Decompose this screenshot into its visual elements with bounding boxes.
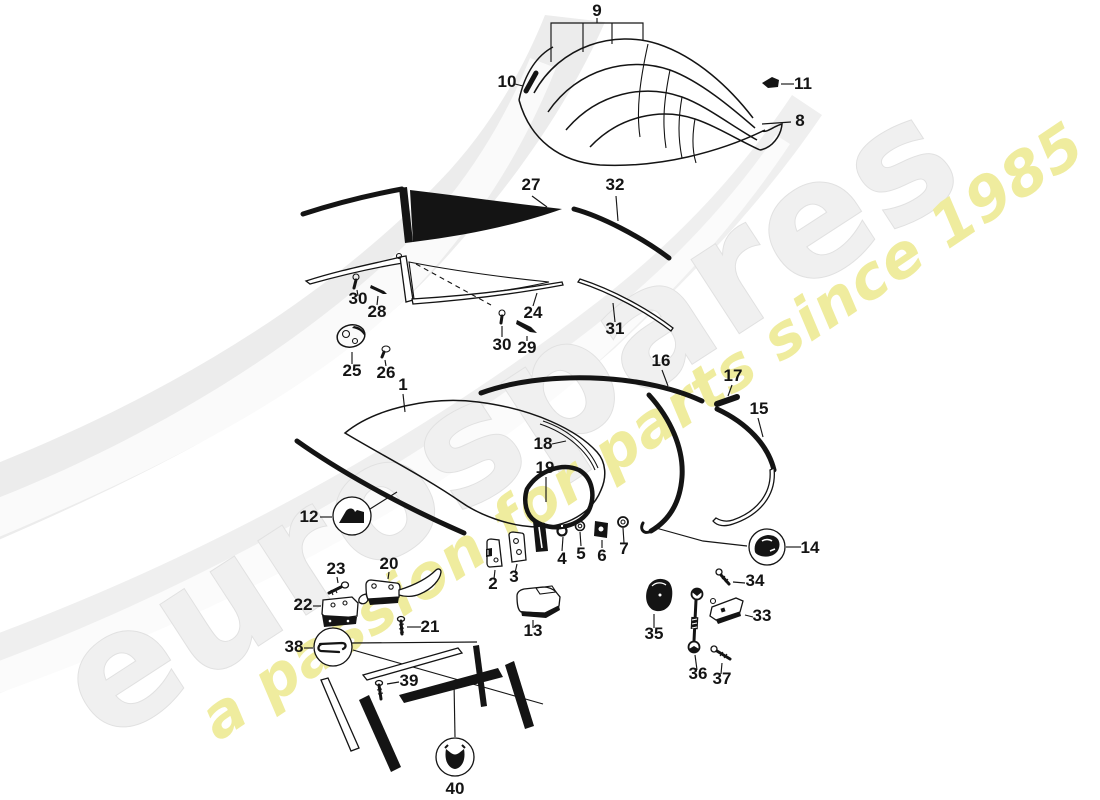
- part-folding-top-frame: [518, 18, 783, 167]
- part-label: 7: [619, 539, 628, 558]
- part-screw-21: [396, 615, 421, 636]
- part-clip-section-38: [304, 627, 544, 705]
- part-label: 31: [606, 319, 625, 338]
- part-label: 33: [753, 606, 772, 625]
- part-bracket-33: [709, 597, 754, 624]
- part-label: 29: [518, 338, 537, 357]
- part-ring-4: [556, 525, 568, 552]
- part-gasket-section-40: [435, 681, 475, 777]
- part-label: 4: [557, 549, 567, 568]
- part-label: 28: [368, 302, 387, 321]
- part-clip-28: [370, 285, 387, 294]
- part-label: 9: [592, 1, 601, 20]
- part-front-seal-12: [294, 438, 467, 536]
- part-label: 17: [724, 366, 743, 385]
- leaders-top-assembly: [514, 83, 794, 125]
- leaders-window-frame: [356, 289, 538, 341]
- part-label: 10: [498, 72, 517, 91]
- part-label: 21: [421, 617, 440, 636]
- part-screw-37: [710, 645, 732, 675]
- part-label: 22: [294, 595, 313, 614]
- part-label: 3: [509, 567, 518, 586]
- part-label: 34: [746, 571, 765, 590]
- part-pin-10: [523, 70, 539, 94]
- part-label: 8: [795, 111, 804, 130]
- part-label: 32: [606, 175, 625, 194]
- part-label: 20: [380, 554, 399, 573]
- part-label: 35: [645, 624, 664, 643]
- part-pin-29: [516, 320, 537, 333]
- part-seal-strip-32: [571, 195, 672, 261]
- part-label: 1: [398, 375, 407, 394]
- part-window-seal-27: [300, 186, 562, 243]
- part-screw-30a: [352, 273, 360, 290]
- part-label: 5: [576, 544, 585, 563]
- part-label: 18: [534, 434, 553, 453]
- part-label: 6: [597, 546, 606, 565]
- part-label: 26: [377, 363, 396, 382]
- part-label: 39: [400, 671, 419, 690]
- part-label: 37: [713, 669, 732, 688]
- part-clamp-piece-17: [714, 384, 740, 407]
- part-label: 40: [446, 779, 465, 798]
- part-seal-strip-16: [478, 369, 705, 404]
- part-screw-30b: [498, 309, 506, 325]
- part-screw-26: [380, 345, 391, 367]
- part-rear-window-gasket-19: [523, 464, 595, 530]
- part-screw-39: [374, 679, 400, 701]
- part-label: 16: [652, 351, 671, 370]
- part-gasket-section-14: [655, 527, 801, 566]
- part-hardtop-1: [343, 393, 606, 552]
- part-label: 24: [524, 303, 543, 322]
- part-label: 2: [488, 574, 497, 593]
- part-labels: 9 10 11 8 27 32 30 28 24 30 29 31 25 26 …: [285, 1, 820, 798]
- part-nut-7: [617, 516, 629, 544]
- part-label: 12: [300, 507, 319, 526]
- part-oval-bracket-25: [336, 324, 366, 364]
- part-seal-strip-15: [712, 406, 777, 527]
- part-wedge-block-13: [516, 585, 561, 628]
- part-label: 11: [794, 74, 812, 93]
- part-washer-5: [574, 520, 586, 547]
- part-inner-edge-18: [539, 423, 596, 471]
- part-screw-34: [715, 568, 746, 586]
- part-label: 38: [285, 637, 304, 656]
- part-label: 27: [522, 175, 541, 194]
- part-tension-rod-36: [687, 587, 704, 671]
- part-label: 36: [689, 664, 708, 683]
- part-trim-strip-31: [576, 278, 674, 332]
- part-label: 15: [750, 399, 769, 418]
- part-bracket-22: [313, 596, 359, 627]
- part-frame-strips: [320, 645, 534, 772]
- part-label: 25: [343, 361, 362, 380]
- part-wedge-11: [762, 77, 779, 88]
- part-label: 23: [327, 559, 346, 578]
- part-wedge-35: [646, 578, 673, 628]
- background-swoosh: [0, 15, 822, 694]
- part-label: 13: [524, 621, 543, 640]
- part-label: 14: [801, 538, 820, 557]
- part-label: 30: [349, 289, 368, 308]
- part-label: 19: [536, 458, 555, 477]
- part-side-window-frame: [304, 252, 564, 306]
- part-clip-6: [594, 521, 608, 548]
- part-seal-arc: [640, 392, 685, 534]
- part-screw-23: [327, 576, 350, 596]
- part-plate-3: [508, 531, 527, 574]
- part-label: 30: [493, 335, 512, 354]
- part-plate-2: [486, 538, 503, 580]
- part-latch-20: [358, 568, 442, 605]
